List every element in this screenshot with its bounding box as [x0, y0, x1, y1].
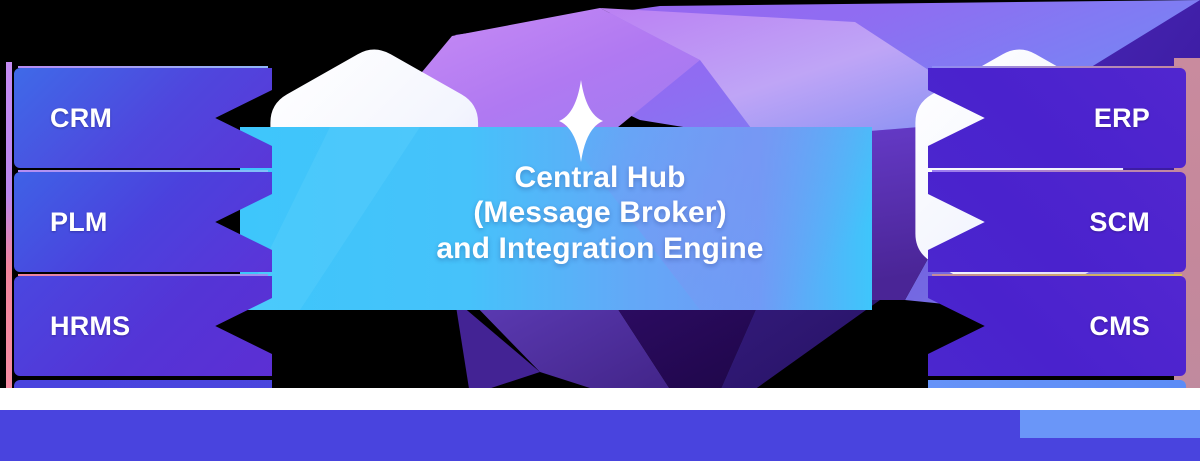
- node-right-0[interactable]: ERP: [928, 68, 1186, 168]
- node-right-1[interactable]: SCM: [928, 172, 1186, 272]
- left-edge-glow: [6, 62, 12, 392]
- bottom-lightblue-band: [1020, 410, 1200, 438]
- node-left-2[interactable]: HRMS: [14, 276, 272, 376]
- sparkle-icon: [559, 80, 603, 162]
- node-label: HRMS: [50, 310, 131, 341]
- bottom-white-band: [0, 388, 1200, 410]
- node-right-2[interactable]: CMS: [928, 276, 1186, 376]
- node-label: ERP: [1093, 102, 1150, 133]
- node-label: SCM: [1089, 206, 1150, 237]
- divider: [932, 170, 1182, 172]
- divider: [932, 66, 1182, 68]
- node-left-0[interactable]: CRM: [14, 68, 272, 168]
- bottom-blue-band: [0, 410, 1200, 461]
- divider: [18, 170, 268, 172]
- node-label: CMS: [1089, 310, 1150, 341]
- node-label: CRM: [50, 102, 113, 133]
- node-label: PLM: [50, 206, 108, 237]
- divider: [18, 274, 268, 276]
- node-left-1[interactable]: PLM: [14, 172, 272, 272]
- divider: [18, 66, 268, 68]
- divider: [932, 274, 1182, 276]
